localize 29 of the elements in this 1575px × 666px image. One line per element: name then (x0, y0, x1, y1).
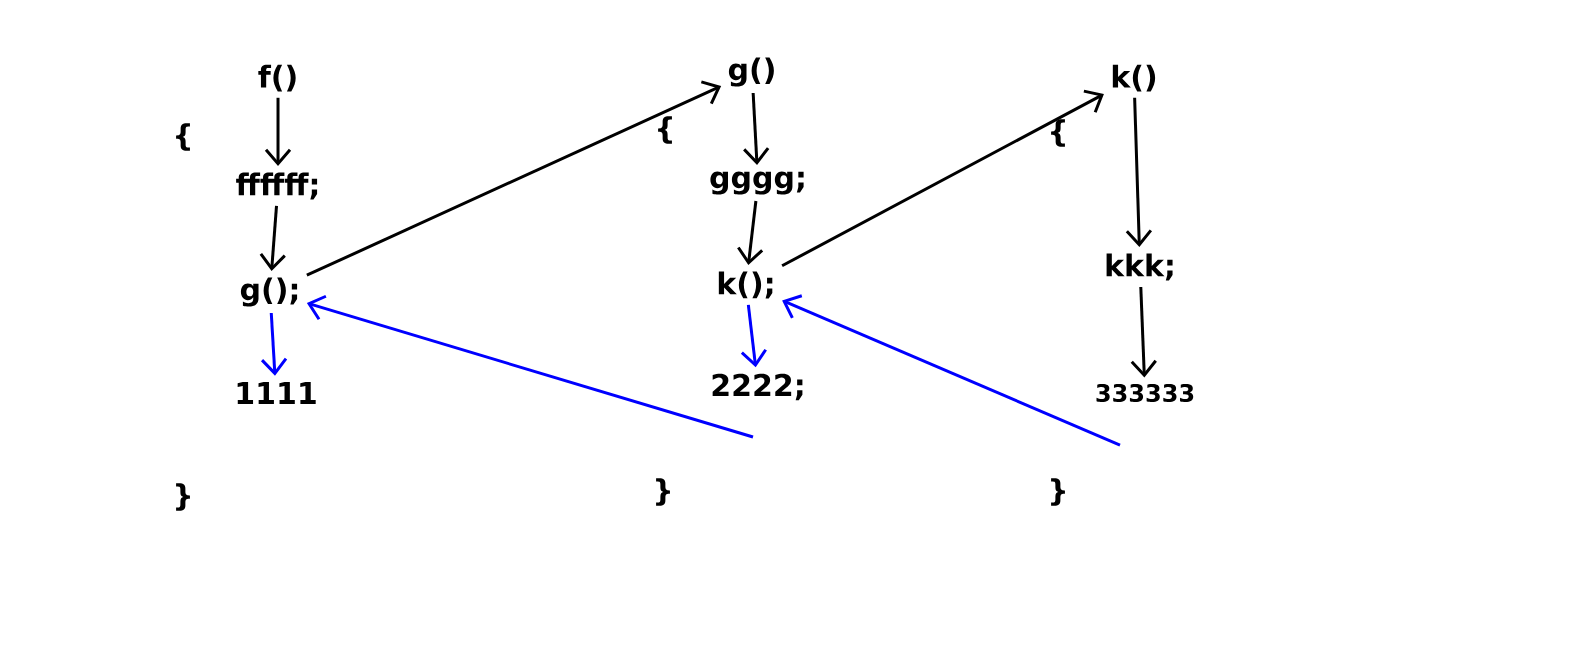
brace: { (658, 116, 672, 144)
arrow (306, 80, 722, 277)
arrow (743, 92, 770, 165)
arrow (260, 312, 288, 376)
brace: { (176, 123, 190, 151)
code-text: 2222; (712, 373, 803, 401)
brace: { (1051, 119, 1065, 147)
code-text: g(); (240, 277, 298, 307)
code-text: k() (1112, 64, 1156, 92)
arrow (737, 200, 764, 266)
arrow (781, 89, 1104, 268)
brace: } (656, 478, 670, 506)
arrow (1130, 286, 1157, 378)
code-text: 333333 (1096, 383, 1194, 403)
arrow (740, 304, 767, 368)
code-text: g() (728, 57, 774, 87)
arrow (782, 294, 1121, 447)
arrow (264, 97, 292, 167)
code-text: k(); (718, 271, 773, 299)
code-text: gggg; (710, 171, 804, 195)
code-text: f() (258, 64, 296, 92)
arrow (1125, 97, 1153, 248)
brace: } (176, 483, 190, 511)
code-text: 1111 (237, 382, 316, 404)
code-text: kkk; (1106, 253, 1173, 281)
code-text: ffffff; (236, 172, 318, 200)
brace: } (1051, 478, 1065, 506)
arrow (306, 294, 754, 439)
arrow (259, 205, 286, 271)
